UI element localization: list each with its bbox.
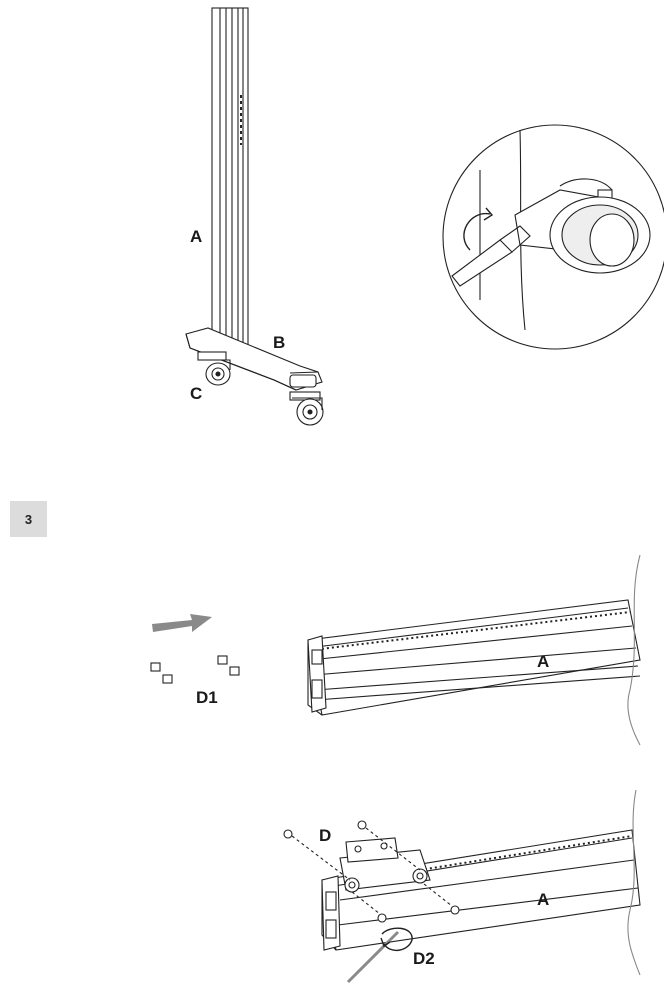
label-rail-A-bottom: A [537,890,550,909]
label-column-A: A [190,227,203,246]
caster-left [197,351,231,386]
caster-lock-detail [442,124,664,350]
label-base-B: B [273,333,286,352]
label-hex-key-D2: D2 [413,949,435,968]
label-rail-A-middle: A [537,652,550,671]
label-nuts-D1: D1 [196,688,218,707]
rail-with-bracket [283,789,641,984]
rail-with-nuts [150,554,641,746]
upright-column-assembly [185,7,324,426]
label-caster-C: C [190,384,203,403]
step-number-badge: 3 [10,501,47,537]
label-bracket-D: D [319,826,332,845]
caster-right [289,391,324,426]
